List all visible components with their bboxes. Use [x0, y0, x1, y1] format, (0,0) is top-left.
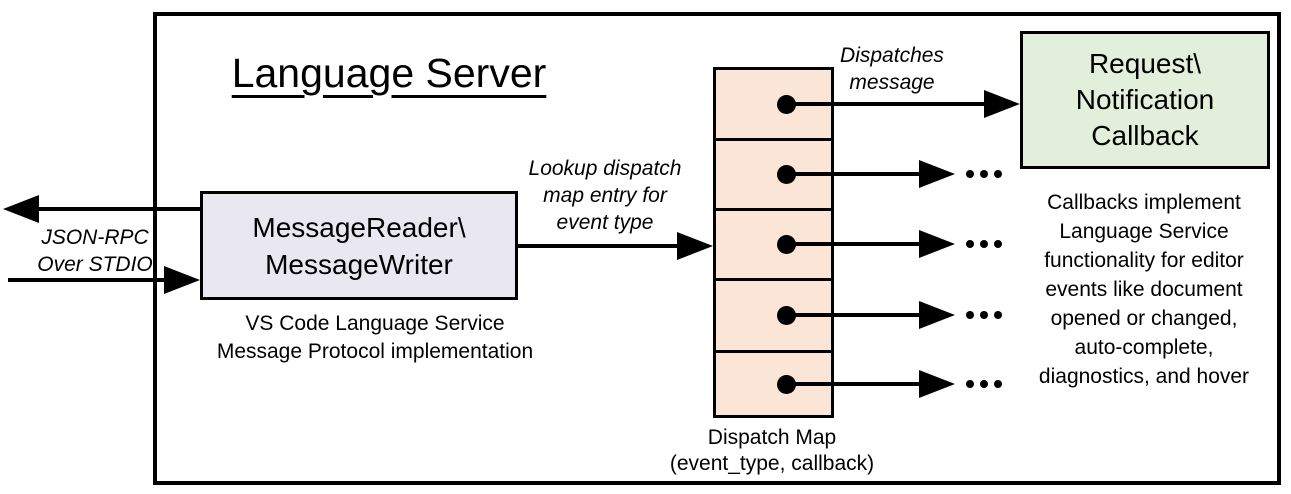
dispatch-map-caption: Dispatch Map (event_type, callback) [652, 425, 892, 477]
callback-box-line3: Callback [1091, 120, 1199, 151]
ellipsis-icon [966, 170, 1002, 178]
arrow-line [786, 313, 919, 317]
arrow-line [786, 102, 984, 106]
ellipsis-dot [994, 170, 1002, 178]
ellipsis-dot [980, 170, 988, 178]
callback-box-line2: Notification [1075, 84, 1215, 115]
ellipsis-icon [966, 380, 1002, 388]
ellipsis-dot [966, 380, 974, 388]
arrow-line [37, 207, 200, 211]
arrowhead-right-icon [984, 90, 1020, 118]
lookup-label-line2: map entry for [543, 184, 667, 207]
callback-note-line1: Callbacks implement [1047, 191, 1241, 214]
lookup-label-line1: Lookup dispatch [528, 157, 682, 180]
dispatches-label: Dispatches message [812, 42, 972, 96]
arrowhead-right-icon [677, 232, 713, 260]
message-reader-caption: VS Code Language Service Message Protoco… [205, 310, 545, 366]
callback-note-line6: auto-complete, [1074, 336, 1214, 359]
ellipsis-dot [980, 240, 988, 248]
message-reader-caption-line2: Message Protocol implementation [216, 340, 534, 363]
ellipsis-icon [966, 311, 1002, 319]
message-reader-label: MessageReader\ [252, 211, 466, 243]
diagram-title: Language Server [231, 50, 547, 96]
callback-note-line4: events like document [1045, 278, 1243, 301]
arrow-line [518, 244, 678, 248]
ellipsis-dot [966, 170, 974, 178]
ellipsis-icon [966, 240, 1002, 248]
ellipsis-dot [980, 311, 988, 319]
arrowhead-right-icon [919, 160, 955, 188]
ellipsis-dot [994, 240, 1002, 248]
ellipsis-dot [980, 380, 988, 388]
callback-note-line5: opened or changed, [1050, 307, 1238, 330]
arrowhead-right-icon [919, 230, 955, 258]
language-server-boundary-box [153, 12, 1281, 485]
lookup-label-line3: event type [556, 211, 654, 234]
dispatches-label-line1: Dispatches [840, 44, 944, 67]
arrow-line [786, 172, 919, 176]
callback-note-line2: Language Service [1059, 220, 1229, 243]
callback-note-line7: diagnostics, and hover [1038, 365, 1250, 388]
stdio-label-line1: JSON-RPC [41, 226, 149, 249]
stdio-label: JSON-RPC Over STDIO [25, 224, 165, 278]
request-notification-callback-box: Request\ Notification Callback [1020, 31, 1270, 169]
ellipsis-dot [966, 240, 974, 248]
dispatches-label-line2: message [849, 71, 935, 94]
dispatch-map-separator [716, 278, 831, 281]
message-writer-label: MessageWriter [265, 248, 453, 280]
message-reader-caption-line1: VS Code Language Service [245, 312, 505, 335]
arrowhead-left-icon [3, 195, 39, 223]
dispatch-map-caption-line2: (event_type, callback) [669, 452, 875, 475]
ellipsis-dot [994, 380, 1002, 388]
arrow-line [8, 278, 165, 282]
callback-note: Callbacks implement Language Service fun… [1019, 188, 1269, 391]
dispatch-map-separator [716, 138, 831, 141]
arrow-line [786, 382, 919, 386]
arrow-line [786, 242, 919, 246]
ellipsis-dot [994, 311, 1002, 319]
ellipsis-dot [966, 311, 974, 319]
arrowhead-right-icon [164, 266, 200, 294]
callback-box-line1: Request\ [1088, 48, 1202, 79]
dispatch-map-caption-line1: Dispatch Map [707, 426, 837, 449]
callback-note-line3: functionality for editor [1044, 249, 1244, 272]
lookup-label: Lookup dispatch map entry for event type [505, 155, 705, 236]
dispatch-map-separator [716, 208, 831, 211]
stdio-label-line2: Over STDIO [37, 253, 153, 276]
dispatch-map-separator [716, 350, 831, 353]
message-reader-writer-box: MessageReader\ MessageWriter [200, 191, 518, 300]
arrowhead-right-icon [919, 301, 955, 329]
arrowhead-right-icon [919, 370, 955, 398]
